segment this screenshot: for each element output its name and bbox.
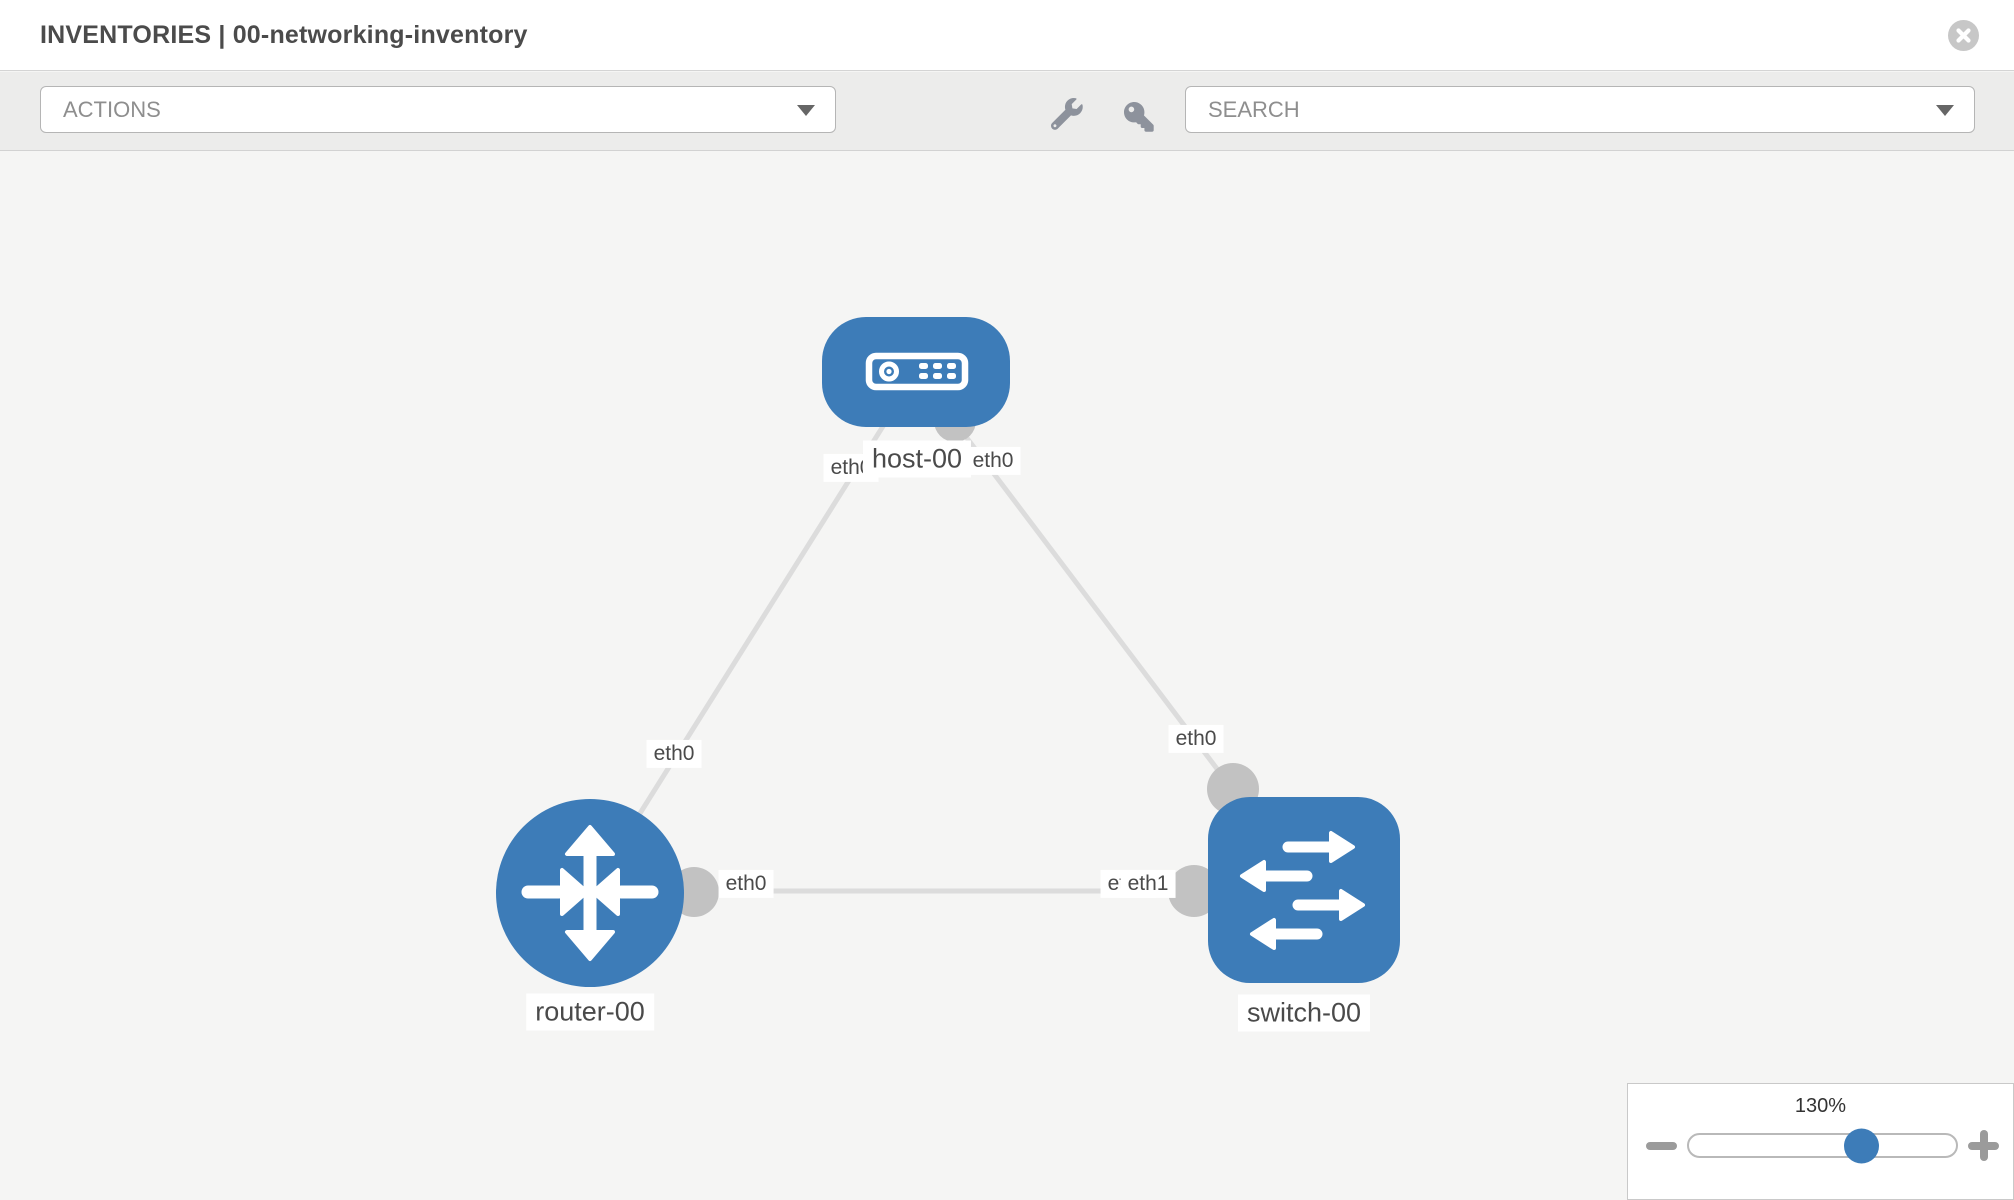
switch-icon — [1240, 831, 1365, 950]
zoom-slider-thumb[interactable] — [1844, 1128, 1879, 1163]
zoom-out-icon[interactable] — [1646, 1141, 1677, 1150]
chevron-down-icon — [797, 104, 815, 116]
search-dropdown-label: SEARCH — [1208, 96, 1300, 122]
interface-label: eth0 — [1168, 724, 1224, 754]
chevron-down-icon — [1936, 104, 1954, 116]
node-host-00[interactable] — [822, 317, 1010, 427]
interface-label: eth1 — [1120, 869, 1176, 899]
page-title: INVENTORIES | 00-networking-inventory — [40, 21, 528, 49]
toolbar: ACTIONS SEARCH — [0, 72, 2014, 151]
actions-dropdown[interactable]: ACTIONS — [40, 86, 836, 133]
node-label-host: host-00 — [862, 440, 972, 478]
interface-connector — [1168, 865, 1220, 917]
interface-label: eth0 — [718, 869, 774, 899]
wrench-icon[interactable] — [1050, 98, 1083, 130]
page-header: INVENTORIES | 00-networking-inventory — [0, 0, 2014, 71]
node-label-switch: switch-00 — [1237, 994, 1371, 1032]
interface-label: eth0 — [965, 446, 1021, 476]
router-icon — [521, 825, 659, 961]
zoom-slider[interactable] — [1687, 1128, 1958, 1163]
node-router-00[interactable] — [496, 799, 684, 987]
zoom-level: 130% — [1794, 1095, 1847, 1117]
node-switch-00[interactable] — [1208, 797, 1400, 983]
actions-dropdown-label: ACTIONS — [63, 96, 161, 122]
zoom-panel: 130% — [1627, 1083, 2014, 1200]
host-icon — [865, 352, 969, 391]
zoom-in-icon[interactable] — [1968, 1130, 1999, 1161]
interface-label: eth0 — [646, 739, 702, 769]
node-label-router: router-00 — [526, 993, 654, 1031]
close-button[interactable] — [1948, 20, 1979, 51]
close-icon — [1956, 28, 1971, 43]
search-dropdown[interactable]: SEARCH — [1185, 86, 1975, 133]
key-icon[interactable] — [1124, 102, 1154, 132]
